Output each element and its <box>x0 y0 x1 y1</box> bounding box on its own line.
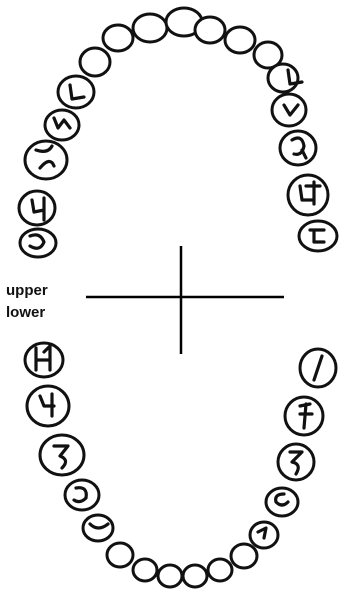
upper-tooth <box>17 189 57 227</box>
upper-tooth <box>266 62 300 94</box>
upper-tooth <box>286 173 330 217</box>
upper-tooth <box>101 23 135 53</box>
upper-marks <box>28 68 326 250</box>
handwritten-mark <box>30 196 46 222</box>
lower-tooth <box>229 542 259 570</box>
handwritten-mark <box>256 526 268 540</box>
upper-jaw-label: upper <box>6 282 48 299</box>
handwritten-mark <box>298 402 314 430</box>
lower-tooth <box>264 486 300 518</box>
handwritten-mark <box>288 450 304 476</box>
upper-tooth <box>278 129 318 167</box>
lower-tooth <box>63 478 101 512</box>
upper-tooth <box>270 92 308 128</box>
lower-tooth <box>156 563 184 589</box>
handwritten-mark <box>52 116 72 130</box>
upper-tooth <box>223 25 257 55</box>
handwritten-mark <box>38 392 56 418</box>
lower-marks <box>34 344 324 540</box>
handwritten-mark <box>308 228 326 244</box>
handwritten-mark <box>312 354 324 382</box>
lower-tooth <box>105 541 135 569</box>
upper-tooth <box>56 74 96 110</box>
upper-arch <box>17 6 339 259</box>
handwritten-mark <box>52 444 70 470</box>
handwritten-mark <box>28 233 46 250</box>
upper-tooth <box>23 139 69 181</box>
upper-tooth <box>193 15 227 45</box>
lower-jaw-label: lower <box>6 304 46 321</box>
handwritten-mark <box>68 83 86 101</box>
handwritten-mark <box>34 344 52 372</box>
handwritten-mark <box>88 522 110 530</box>
handwritten-mark <box>298 180 322 206</box>
upper-tooth <box>18 227 58 259</box>
upper-tooth <box>297 219 339 253</box>
handwritten-mark <box>286 68 304 86</box>
handwritten-mark <box>274 492 290 507</box>
handwritten-mark <box>290 136 308 160</box>
lower-tooth <box>181 563 209 589</box>
upper-tooth <box>78 46 112 78</box>
lower-arch <box>23 341 338 589</box>
lower-tooth <box>131 557 159 583</box>
upper-tooth <box>252 40 284 70</box>
handwritten-mark <box>282 103 300 117</box>
handwritten-mark <box>34 144 56 170</box>
handwritten-mark <box>72 486 88 504</box>
lower-tooth <box>206 557 234 583</box>
upper-tooth <box>131 12 169 44</box>
